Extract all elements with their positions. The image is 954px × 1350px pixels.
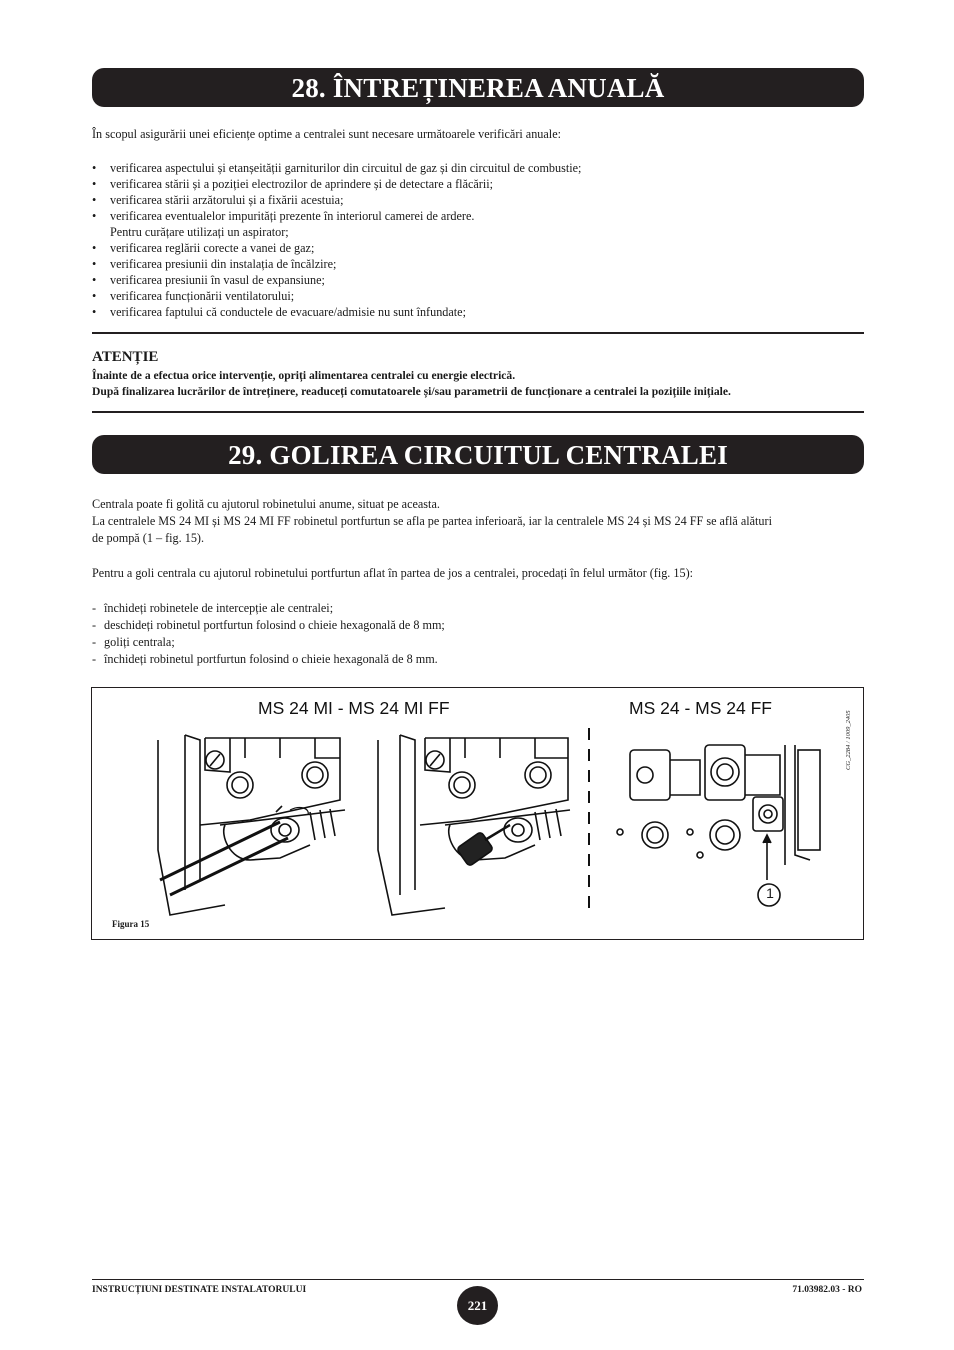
figure-caption: Figura 15 [112, 919, 150, 929]
footer-divider [92, 1279, 864, 1280]
figure-frame [91, 687, 864, 940]
divider [92, 332, 864, 334]
list-item: verificarea presiunii în vasul de expans… [92, 272, 862, 288]
section-29-title: 29. GOLIREA CIRCUITUL CENTRALEI [92, 435, 864, 474]
warning-line-1: Înainte de a efectua orice intervenție, … [92, 369, 516, 382]
list-item: verificarea reglării corecte a vanei de … [92, 240, 862, 256]
figure-title-right: MS 24 - MS 24 FF [629, 698, 772, 718]
warning-title: ATENȚIE [92, 349, 159, 365]
figure-code: CG_2284 / 1009_2405 [845, 710, 852, 770]
drain-steps-list: închideți robinetele de intercepție ale … [92, 600, 445, 668]
divider [92, 411, 864, 413]
drain-tap-with-hose-drawing [157, 734, 346, 916]
drain-paragraph-1: Centrala poate fi golită cu ajutorul rob… [92, 497, 440, 511]
figure-separator [588, 728, 590, 916]
list-item: verificarea stării arzătorului și a fixă… [92, 192, 862, 208]
list-item: verificarea aspectului și etanșeității g… [92, 160, 862, 176]
drain-paragraph-3: de pompă (1 – fig. 15). [92, 531, 205, 545]
list-item-continuation: Pentru curățare utilizați un aspirator; [110, 225, 289, 239]
list-item: închideți robinetul portfurtun folosind … [92, 651, 445, 668]
footer-document-code: 71.03982.03 - RO [792, 1285, 862, 1295]
drain-tap-hex-key-drawing [377, 734, 571, 916]
figure-title-left: MS 24 MI - MS 24 MI FF [258, 698, 450, 718]
list-item: verificarea faptului că conductele de ev… [92, 304, 862, 320]
warning-line-2: După finalizarea lucrărilor de întreține… [92, 385, 731, 398]
drain-paragraph-4: Pentru a goli centrala cu ajutorul robin… [92, 566, 694, 580]
list-item: verificarea funcționării ventilatorului; [92, 288, 862, 304]
annual-checks-list: verificarea aspectului și etanșeității g… [92, 160, 862, 320]
list-item: verificarea stării și a poziției electro… [92, 176, 862, 192]
section-28-title: 28. ÎNTREȚINEREA ANUALĂ [92, 68, 864, 107]
maintenance-intro: În scopul asigurării unei eficiențe opti… [92, 127, 561, 141]
drain-paragraph-2: La centralele MS 24 MI și MS 24 MI FF ro… [92, 514, 772, 528]
list-item: verificarea eventualelor impurități prez… [92, 208, 862, 224]
list-item: închideți robinetele de intercepție ale … [92, 600, 445, 617]
footer-document-title: INSTRUCȚIUNI DESTINATE INSTALATORULUI [92, 1285, 307, 1295]
pump-drain-tap-drawing [616, 744, 821, 907]
page-number: 221 [457, 1286, 498, 1325]
list-item: verificarea presiunii din instalația de … [92, 256, 862, 272]
callout-number: 1 [766, 885, 774, 901]
list-item: deschideți robinetul portfurtun folosind… [92, 617, 445, 634]
list-item: goliți centrala; [92, 634, 445, 651]
